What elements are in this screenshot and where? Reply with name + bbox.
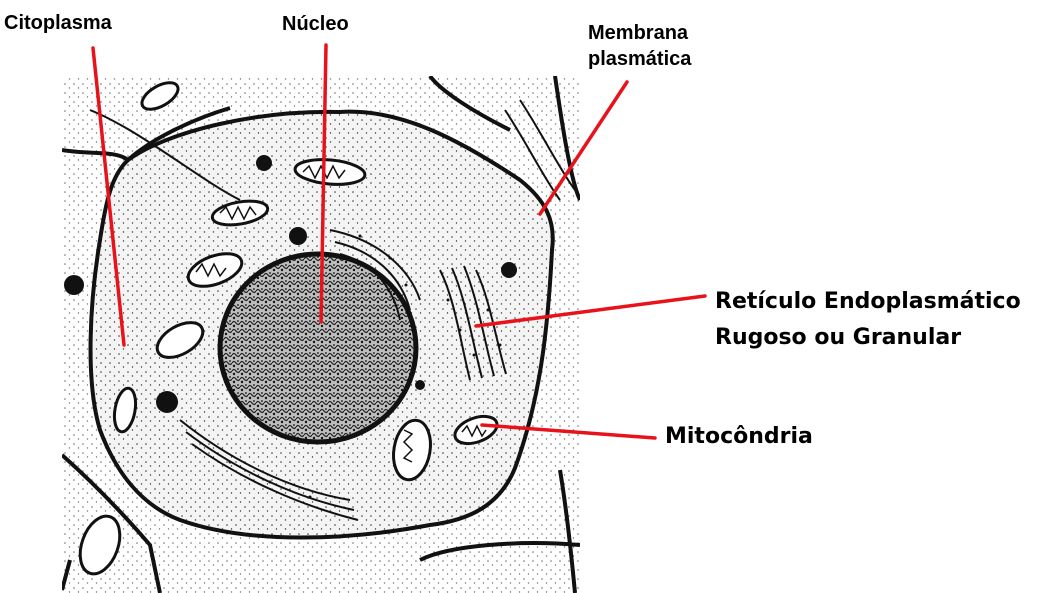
label-reticulo-endoplasmatico: Retículo Endoplasmático Rugoso ou Granul… bbox=[715, 284, 1021, 356]
label-citoplasma: Citoplasma bbox=[4, 12, 112, 34]
label-membrana-line1: Membrana bbox=[588, 20, 691, 46]
label-nucleo: Núcleo bbox=[282, 13, 349, 35]
label-reticulo-line1: Retículo Endoplasmático bbox=[715, 284, 1021, 320]
label-membrana-line2: plasmática bbox=[588, 46, 691, 72]
label-membrana-plasmatica: Membrana plasmática bbox=[588, 20, 691, 72]
nucleus bbox=[220, 254, 416, 442]
label-mitocondria: Mitocôndria bbox=[665, 425, 813, 449]
label-reticulo-line2: Rugoso ou Granular bbox=[715, 320, 1021, 356]
